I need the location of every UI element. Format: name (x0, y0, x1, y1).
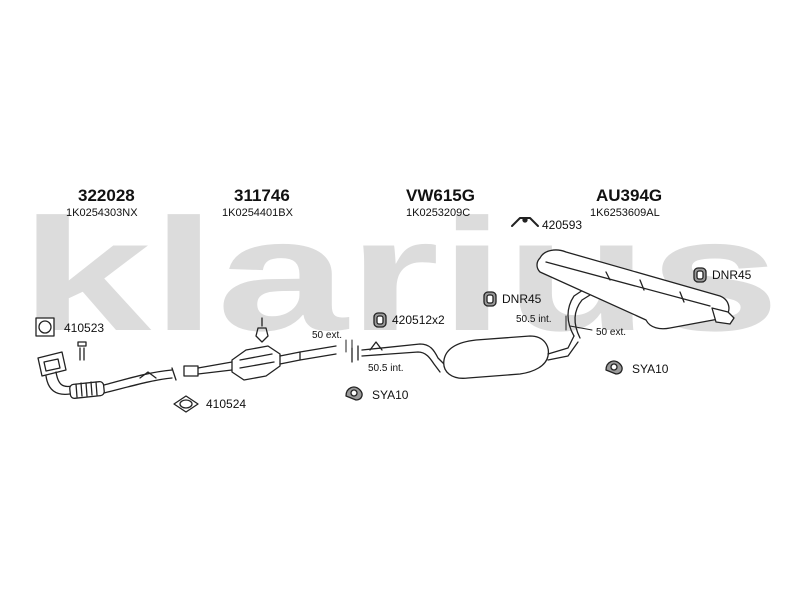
note-leader (565, 315, 593, 331)
clamp-icon (345, 386, 363, 401)
assembly-oem-number: 1K0253209C (406, 207, 471, 219)
fitting-label: SYA10 (632, 362, 669, 376)
rear-silencer-drawing (536, 249, 735, 339)
rubber-hanger-icon (693, 267, 707, 283)
assembly-part-number: AU394G (596, 186, 663, 205)
oval-gasket-icon (173, 395, 199, 413)
clamp-icon (605, 360, 623, 375)
dimension-note: 50.5 int. (516, 314, 552, 325)
metal-bracket-icon (511, 217, 539, 227)
fitting-label: DNR45 (712, 268, 752, 282)
note-leader (345, 339, 353, 353)
dimension-note: 50 ext. (312, 330, 343, 341)
fitting-label: SYA10 (372, 388, 409, 402)
assembly-part-number: 311746 (234, 186, 290, 205)
front-pipe-drawing (37, 341, 177, 399)
square-gasket-icon (35, 317, 55, 337)
assembly-oem-number: 1K0254401BX (222, 207, 293, 219)
watermark-text: klarius (20, 185, 780, 364)
assembly-part-number: 322028 (78, 186, 135, 205)
dimension-note: 50 ext. (596, 327, 627, 338)
fitting-label: DNR45 (502, 292, 542, 306)
fitting-label: 410524 (206, 397, 247, 411)
assembly-part-number: VW615G (406, 186, 475, 205)
rubber-hanger-icon (483, 291, 497, 307)
assembly-oem-number: 1K6253609AL (590, 207, 660, 219)
catalyst-drawing (183, 317, 337, 381)
dimension-note: 50.5 int. (368, 363, 404, 374)
middle-silencer-drawing (351, 335, 579, 379)
rubber-hanger-icon (373, 312, 387, 328)
fitting-label: 420512x2 (392, 313, 445, 327)
assembly-oem-number: 1K0254303NX (66, 207, 138, 219)
fitting-label: 420593 (542, 218, 583, 232)
fitting-label: 410523 (64, 321, 105, 335)
